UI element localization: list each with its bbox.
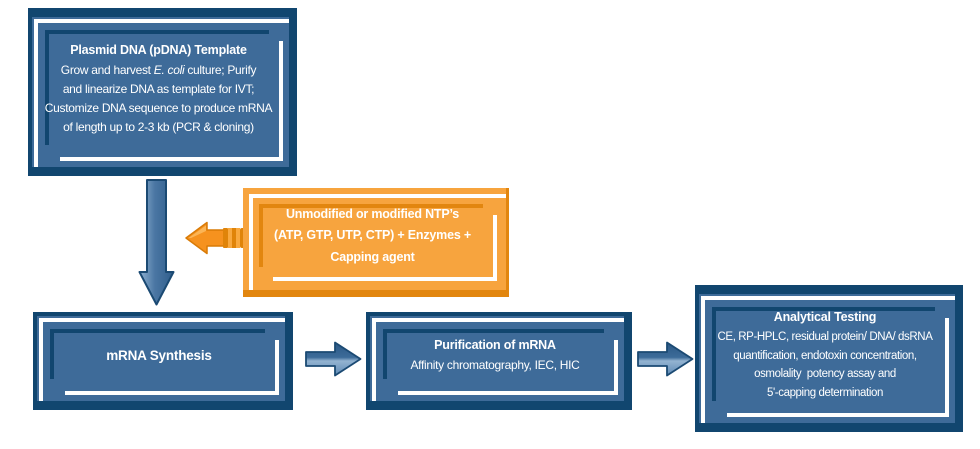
analytical-box-line3: osmolality potency assay and [754,368,896,381]
flow-arrow-synthesis-to-purification-icon [305,340,362,378]
pdna-line1-pre: Grow and harvest [60,62,154,77]
ntp-enzymes-box: Unmodified or modified NTP’s (ATP, GTP, … [243,188,509,297]
analytical-box-content: Analytical Testing CE, RP-HPLC, residual… [709,300,941,411]
down-arrow-svg [138,179,175,306]
analytical-box-line4: 5'-capping determination [767,387,883,399]
analytical-box-title: Analytical Testing [773,310,877,325]
pdna-box-line1: Grow and harvest E. coli culture; Purify [60,61,257,80]
flow-arrow-purification-to-analytical-icon [637,340,694,378]
ntp-box-line2: (ATP, GTP, UTP, CTP) + Enzymes + [274,228,471,243]
mrna-box-content: mRNA Synthesis [47,322,271,389]
ntp-box-line3: Capping agent [330,249,415,264]
pdna-box-line2: and linearize DNA as template for IVT; [62,81,255,96]
ntp-box-line1: Unmodified or modified NTP’s [285,206,460,221]
pdna-box-line4: of length up to 2-3 kb (PCR & cloning) [63,119,254,134]
down-arrow-icon [138,179,175,306]
mrna-synthesis-box: mRNA Synthesis [33,312,293,410]
pdna-line1-ecoli: E. coli [153,62,185,77]
analytical-box-line1: CE, RP-HPLC, residual protein/ DNA/ dsRN… [717,331,933,344]
pdna-box-title: Plasmid DNA (pDNA) Template [70,43,247,58]
pdna-box-line3: Customize DNA sequence to produce mRNA [44,100,273,115]
analytical-testing-box: Analytical Testing CE, RP-HPLC, residual… [695,285,963,432]
ntp-input-arrow-svg [185,221,245,255]
purification-box-content: Purification of mRNA Affinity chromatogr… [380,322,610,389]
purification-box: Purification of mRNA Affinity chromatogr… [366,312,632,410]
pdna-line1-post: culture; Purify [184,62,257,77]
analytical-box-line2: quantification, endotoxin concentration, [733,349,917,362]
ntp-box-content: Unmodified or modified NTP’s (ATP, GTP, … [253,194,492,278]
purification-box-title: Purification of mRNA [434,338,556,353]
ntp-input-arrow-icon [185,221,247,255]
mrna-box-title: mRNA Synthesis [106,347,212,363]
flow-arrow-2-svg [637,341,694,377]
pdna-box-content: Plasmid DNA (pDNA) Template Grow and har… [42,23,275,155]
pdna-template-box: Plasmid DNA (pDNA) Template Grow and har… [28,8,297,176]
purification-box-subtitle: Affinity chromatography, IEC, HIC [410,357,580,372]
flow-arrow-1-svg [305,341,362,377]
